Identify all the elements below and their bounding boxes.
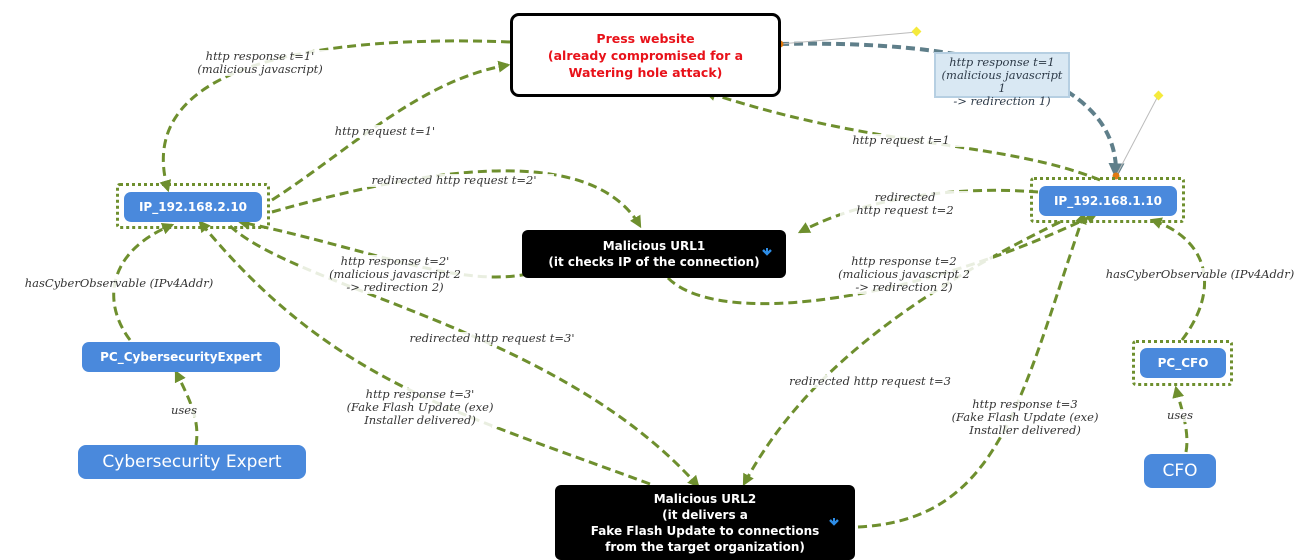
edge-redir-req-t3 <box>742 220 1061 487</box>
edge-resp-t2 <box>666 212 1099 306</box>
malicious-url2-node[interactable]: Malicious URL2 (it delivers a Fake Flash… <box>555 485 855 560</box>
edge-label-redir-req-t3p: redirected http request t=3' <box>385 332 599 345</box>
edge-label-resp-t2p: http response t=2' (malicious javascript… <box>300 255 490 294</box>
edge-label-resp-t2: http response t=2 (malicious javascript … <box>815 255 993 294</box>
expand-icon[interactable] <box>760 246 774 260</box>
control-point-handle <box>911 26 922 37</box>
edge-label-uses-left: uses <box>164 404 204 417</box>
cybersecurity-expert-node[interactable]: Cybersecurity Expert <box>78 445 306 479</box>
edge-label-resp-t3p: http response t=3' (Fake Flash Update (e… <box>330 388 510 427</box>
edge-label-resp-t3: http response t=3 (Fake Flash Update (ex… <box>932 398 1118 437</box>
ip-192-168-1-10-node[interactable]: IP_192.168.1.10 <box>1039 186 1177 216</box>
edge-label-req-t1: http request t=1 <box>836 134 966 147</box>
edge-label-has-obs-left: hasCyberObservable (IPv4Addr) <box>6 277 232 290</box>
malicious-url1-node[interactable]: Malicious URL1 (it checks IP of the conn… <box>522 230 786 278</box>
edge-resp-t3 <box>857 211 1087 529</box>
cfo-node[interactable]: CFO <box>1144 454 1216 488</box>
edge-label-redir-req-t2: redirected http request t=2 <box>840 191 970 217</box>
edge-redir-req-t2p <box>271 169 642 229</box>
ip-192-168-2-10-node[interactable]: IP_192.168.2.10 <box>124 192 262 222</box>
selection-frame-ip-1 <box>1030 177 1185 223</box>
pc-cybersecurity-expert-node[interactable]: PC_CybersecurityExpert <box>82 342 280 372</box>
control-point-handle <box>1153 90 1164 101</box>
press-website-node[interactable]: Press website (already compromised for a… <box>510 13 781 97</box>
edge-label-resp-t1-callout[interactable]: http response t=1 (malicious javascript … <box>934 52 1070 108</box>
edge-label-req-t1p: http request t=1' <box>305 125 465 138</box>
edge-redir-req-t3p <box>228 224 700 488</box>
edge-resp-t3p <box>198 220 651 486</box>
edge-label-uses-right: uses <box>1160 409 1200 422</box>
selection-frame-ip-2 <box>116 183 270 229</box>
pc-cfo-node[interactable]: PC_CFO <box>1140 348 1226 378</box>
edge-req-t1p <box>271 60 511 202</box>
edge-label-redir-req-t3: redirected http request t=3 <box>770 375 970 388</box>
edge-label-resp-t1p: http response t=1' (malicious javascript… <box>170 50 350 76</box>
selection-frame-pc-cfo <box>1132 340 1233 386</box>
edge-label-has-obs-right: hasCyberObservable (IPv4Addr) <box>1092 268 1308 281</box>
edge-label-redir-req-t2p: redirected http request t=2' <box>354 174 554 187</box>
expand-icon[interactable] <box>827 516 841 530</box>
edge-has-obs-left <box>112 223 175 341</box>
